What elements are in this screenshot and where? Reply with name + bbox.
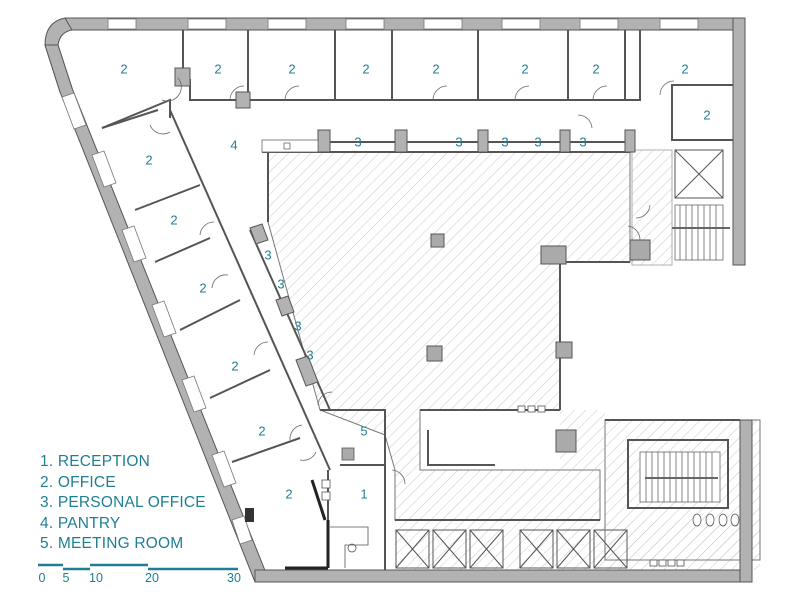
door-swings [149,77,675,485]
elevator [674,149,724,199]
room-label-personal-office: 3 [579,134,586,149]
room-label-office: 2 [432,61,439,76]
room-label-personal-office: 3 [264,247,271,262]
room-label-office: 2 [288,61,295,76]
room-label-personal-office: 3 [277,276,284,291]
room-label-office: 2 [231,358,238,373]
room-label-office: 2 [214,61,221,76]
pantry-counter [261,139,319,153]
room-label-office: 2 [681,61,688,76]
scale-tick: 10 [89,571,103,585]
room-label-personal-office: 3 [294,318,301,333]
scale-bar-line [38,563,238,571]
room-label-office: 2 [285,486,292,501]
stairs-lower [639,451,721,503]
room-label-office: 2 [258,423,265,438]
room-labels: 2 2 2 2 2 2 2 2 2 4 2 2 2 2 2 2 3 3 3 3 … [120,61,710,501]
columns [426,233,651,453]
scale-bar: 0 5 10 20 30 [38,563,248,593]
stairs-upper [672,204,730,261]
room-label-personal-office: 3 [306,347,313,362]
room-label-office: 2 [120,61,127,76]
scale-tick: 0 [38,571,46,585]
column-black [245,508,254,522]
room-label-office: 2 [199,280,206,295]
scale-tick: 30 [227,571,241,585]
room-label-personal-office: 3 [501,134,508,149]
room-label-personal-office: 3 [534,134,541,149]
legend-item-meeting-room: 5. MEETING ROOM [40,535,184,552]
scale-tick: 5 [62,571,70,585]
scale-tick: 20 [145,571,159,585]
legend-item-personal-office: 3. PERSONAL OFFICE [40,494,206,511]
windows-top [107,18,699,30]
reception-desk [321,447,369,568]
room-label-office: 2 [703,107,710,122]
legend: 1. RECEPTION 2. OFFICE 3. PERSONAL OFFIC… [40,452,206,555]
room-label-office: 2 [362,61,369,76]
room-label-reception: 1 [360,486,367,501]
legend-item-office: 2. OFFICE [40,473,116,491]
personal-office-blocks [174,67,636,387]
windows-left [61,92,253,545]
room-label-pantry: 4 [230,137,237,152]
room-label-office: 2 [145,152,152,167]
room-label-office: 2 [521,61,528,76]
room-label-office: 2 [170,212,177,227]
legend-item-pantry: 4. PANTRY [40,514,121,532]
reception-wall-dark [310,479,327,521]
toilets [517,405,740,567]
room-label-personal-office: 3 [354,134,361,149]
shafts [395,529,628,569]
room-label-personal-office: 3 [455,134,462,149]
room-label-office: 2 [592,61,599,76]
room-label-meeting-room: 5 [360,423,367,438]
legend-item-reception: 1. RECEPTION [40,453,151,470]
